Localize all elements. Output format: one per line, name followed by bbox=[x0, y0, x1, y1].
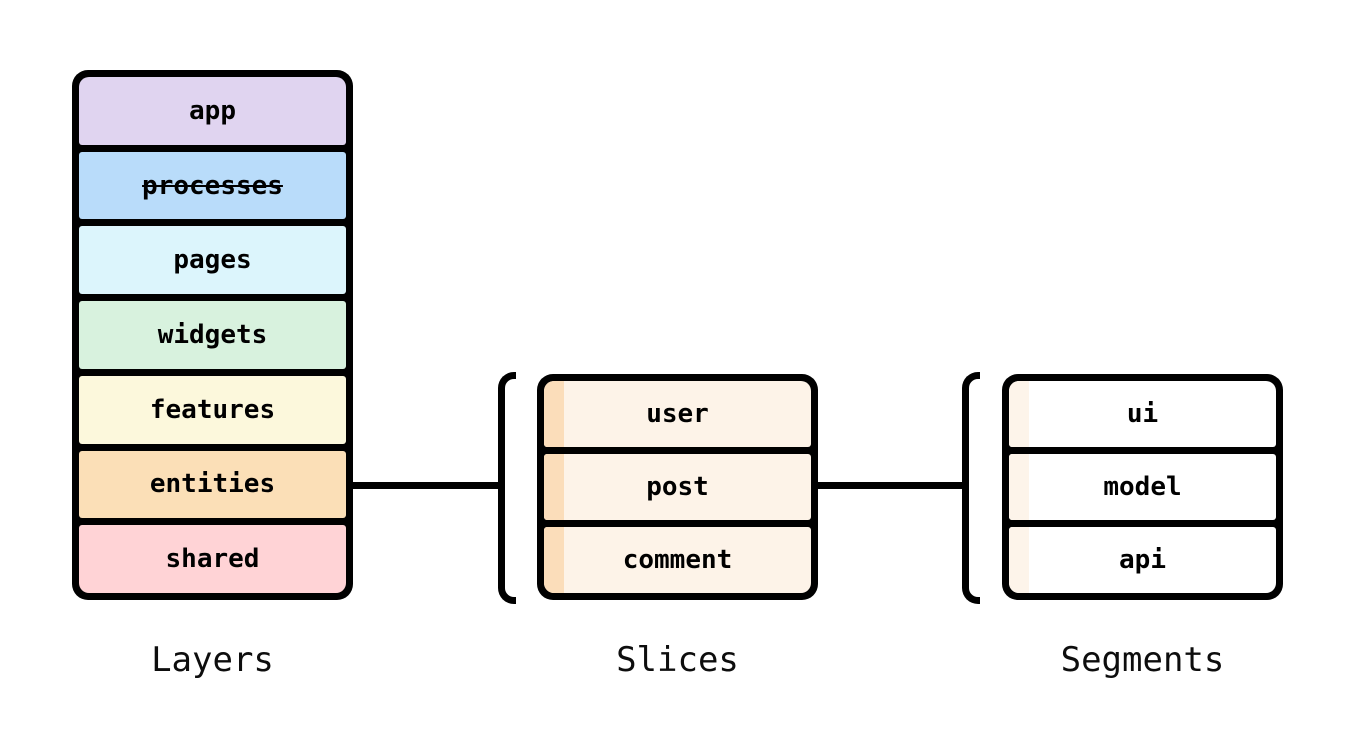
slices-stack: user post comment bbox=[537, 374, 818, 600]
segment-strip bbox=[1009, 454, 1029, 520]
slice-strip bbox=[544, 381, 564, 447]
segment-label-api: api bbox=[1119, 545, 1166, 575]
layer-row-app: app bbox=[79, 77, 346, 145]
segment-row-ui: ui bbox=[1009, 381, 1276, 447]
slices-group-bracket bbox=[498, 372, 516, 604]
layers-caption: Layers bbox=[151, 640, 274, 680]
segments-caption: Segments bbox=[1060, 640, 1225, 680]
slice-strip bbox=[544, 527, 564, 593]
layers-stack: app processes pages widgets features ent… bbox=[72, 70, 353, 600]
segment-label-ui: ui bbox=[1126, 399, 1159, 429]
layer-label-processes: processes bbox=[142, 170, 283, 201]
connector-layers-slices bbox=[352, 482, 499, 489]
connector-slices-segments bbox=[817, 482, 963, 489]
layer-row-processes: processes bbox=[79, 151, 346, 220]
slice-strip bbox=[544, 454, 564, 520]
layer-label-features: features bbox=[149, 394, 276, 425]
segment-strip bbox=[1009, 527, 1029, 593]
slices-caption: Slices bbox=[616, 640, 739, 680]
slice-row-comment: comment bbox=[544, 527, 811, 593]
segments-stack: ui model api bbox=[1002, 374, 1283, 600]
layer-label-app: app bbox=[189, 95, 236, 126]
segment-strip bbox=[1009, 381, 1029, 447]
slice-label-user: user bbox=[646, 399, 709, 429]
layer-row-pages: pages bbox=[79, 226, 346, 295]
layer-label-widgets: widgets bbox=[157, 320, 268, 351]
layer-label-entities: entities bbox=[149, 469, 276, 500]
segment-row-model: model bbox=[1009, 454, 1276, 520]
layer-row-shared: shared bbox=[79, 525, 346, 594]
segment-label-model: model bbox=[1103, 472, 1182, 502]
slice-row-user: user bbox=[544, 381, 811, 447]
layer-row-entities: entities bbox=[79, 450, 346, 519]
layer-label-pages: pages bbox=[173, 245, 252, 276]
slice-label-comment: comment bbox=[622, 545, 733, 575]
slice-row-post: post bbox=[544, 454, 811, 520]
slice-label-post: post bbox=[646, 472, 709, 502]
segments-group-bracket bbox=[962, 372, 980, 604]
layer-row-features: features bbox=[79, 375, 346, 444]
layer-row-widgets: widgets bbox=[79, 301, 346, 369]
layer-label-shared: shared bbox=[165, 544, 260, 575]
segment-row-api: api bbox=[1009, 527, 1276, 593]
